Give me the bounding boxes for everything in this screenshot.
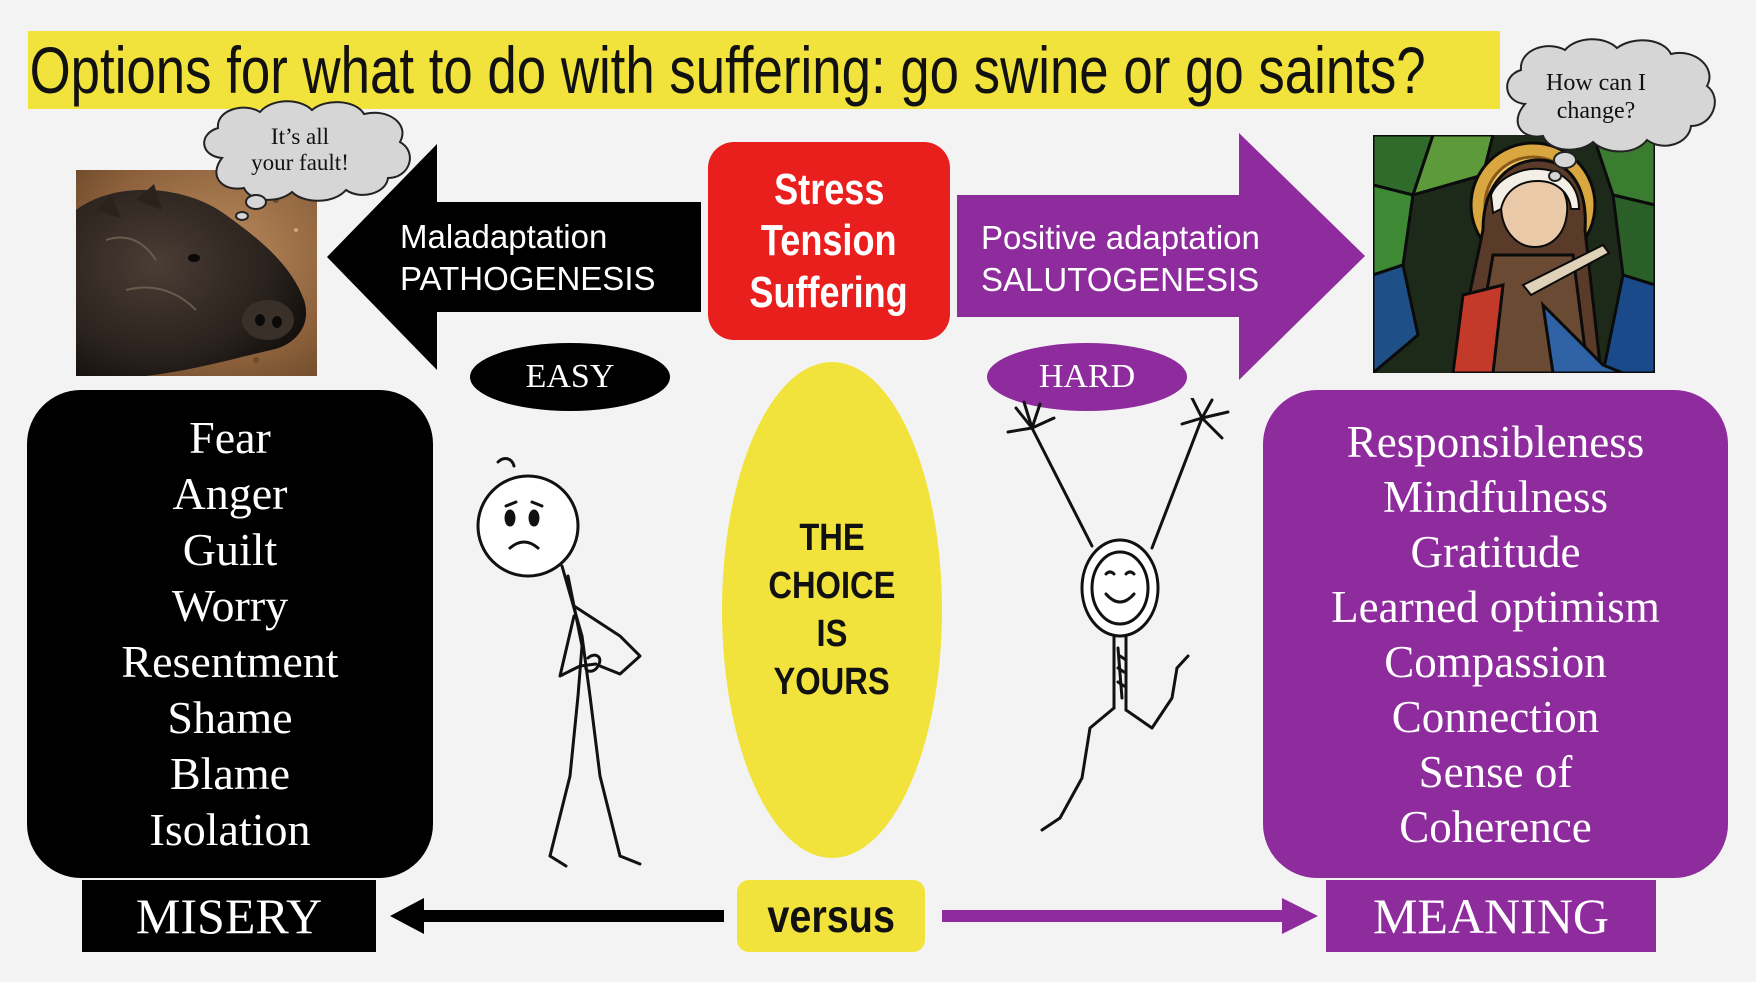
positive-item: Sense of <box>1418 747 1573 797</box>
negative-item: Guilt <box>182 524 278 575</box>
stress-label: Stress <box>773 165 885 215</box>
saint-thought-bubble <box>1506 38 1716 182</box>
pig-bubble-text: It’s all your fault! <box>218 124 382 177</box>
pig-bubble-line-2: your fault! <box>251 150 349 176</box>
stained-glass-illustration <box>1373 135 1655 373</box>
hard-pill: HARD <box>987 343 1187 411</box>
saint-bubble-line-1: How can I <box>1546 70 1646 96</box>
choice-line: IS <box>816 613 848 655</box>
tension-label: Tension <box>761 216 897 266</box>
salutogenesis-label: SALUTOGENESIS <box>981 261 1260 299</box>
positive-item: Connection <box>1391 692 1600 742</box>
left-arrow <box>327 144 701 370</box>
pathogenesis-label: PATHOGENESIS <box>400 260 656 298</box>
positive-item: Compassion <box>1384 637 1607 687</box>
saint-bubble-line-2: change? <box>1556 97 1636 124</box>
page-title: Options for what to do with suffering: g… <box>29 33 1426 107</box>
left-arrow-text: Maladaptation PATHOGENESIS <box>400 216 656 300</box>
positive-adaptation-label: Positive adaptation <box>981 219 1260 256</box>
pig-image <box>76 170 317 376</box>
choice-line: THE <box>799 517 865 559</box>
negative-item: Fear <box>189 412 271 463</box>
choice-oval: THE CHOICE IS YOURS <box>722 362 942 858</box>
negative-item: Resentment <box>121 636 339 687</box>
versus-text: versus <box>767 890 895 942</box>
sad-stick-figure <box>476 457 642 868</box>
positive-item: Gratitude <box>1410 527 1581 577</box>
maladaptation-label: Maladaptation <box>400 218 608 255</box>
misery-label: MISERY <box>82 880 376 952</box>
negative-emotions-box: Fear Anger Guilt Worry Resentment Shame … <box>27 390 433 878</box>
meaning-arrow <box>942 898 1318 934</box>
positive-item: Mindfulness <box>1383 472 1608 522</box>
pig-thought-bubble <box>203 100 411 221</box>
meaning-label: MEANING <box>1326 880 1656 952</box>
stress-box: Stress Tension Suffering <box>708 142 950 340</box>
positive-traits-box: Responsibleness Mindfulness Gratitude Le… <box>1263 390 1728 878</box>
saint-image <box>1373 135 1655 373</box>
negative-item: Shame <box>167 692 293 743</box>
easy-pill: EASY <box>470 343 670 411</box>
positive-item: Responsibleness <box>1346 417 1645 467</box>
right-arrow <box>957 133 1365 380</box>
happy-stick-figure <box>1006 398 1230 832</box>
positive-item: Coherence <box>1399 802 1592 852</box>
pig-illustration <box>76 170 317 376</box>
pig-bubble-line-1: It’s all <box>270 124 330 149</box>
versus-label: versus <box>737 880 925 952</box>
negative-item: Anger <box>172 468 288 519</box>
negative-item: Blame <box>169 748 291 799</box>
misery-arrow <box>390 898 724 934</box>
saint-bubble-text: How can I change? <box>1512 70 1680 125</box>
choice-line: CHOICE <box>768 565 896 607</box>
positive-item: Learned optimism <box>1331 582 1660 632</box>
negative-item: Worry <box>171 580 289 631</box>
suffering-label: Suffering <box>749 267 909 317</box>
choice-line: YOURS <box>773 661 891 703</box>
negative-item: Isolation <box>149 804 311 855</box>
title-bar: Options for what to do with suffering: g… <box>28 31 1500 109</box>
right-arrow-text: Positive adaptation SALUTOGENESIS <box>981 217 1260 301</box>
